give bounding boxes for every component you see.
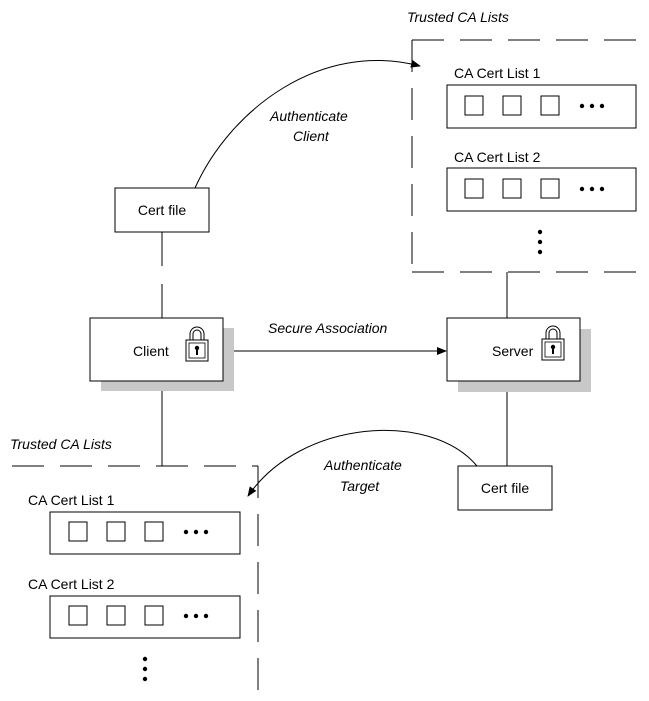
cert-square	[144, 521, 164, 542]
cert-square	[106, 605, 126, 626]
ellipsis-icon	[579, 186, 605, 192]
cert-square	[540, 178, 560, 199]
vertical-ellipsis-icon	[142, 656, 148, 682]
ellipsis-icon	[183, 613, 209, 619]
authenticate-client-arrow	[194, 59, 421, 189]
bottom-ca-cert-list-1-label: CA Cert List 1	[28, 492, 115, 508]
top-ca-cert-list-1-label: CA Cert List 1	[454, 65, 541, 81]
bottom-trusted-ca-lists: Trusted CA Lists CA Cert List 1 CA Cert …	[10, 436, 259, 701]
bottom-ca-cert-list-2	[49, 595, 241, 639]
server-node: Server	[446, 317, 591, 392]
authenticate-client-label-line1: Authenticate	[269, 108, 348, 124]
cert-square	[540, 95, 560, 116]
top-ca-cert-list-2-label: CA Cert List 2	[454, 149, 541, 165]
bottom-ca-cert-list-1	[49, 511, 241, 555]
padlock-icon	[541, 325, 565, 361]
cert-square	[464, 178, 484, 199]
authenticate-client-label-line2: Client	[293, 128, 330, 144]
client-cert-file-label: Cert file	[138, 202, 186, 218]
padlock-icon	[185, 326, 209, 362]
cert-square	[68, 521, 88, 542]
cert-square	[106, 521, 126, 542]
authenticate-target-label-line2: Target	[340, 478, 380, 494]
cert-square	[502, 178, 522, 199]
ellipsis-icon	[579, 103, 605, 109]
top-trusted-ca-lists-title: Trusted CA Lists	[407, 9, 509, 25]
server-label: Server	[492, 343, 534, 359]
authenticate-target-arrow	[247, 429, 478, 497]
client-cert-file: Cert file	[114, 187, 210, 233]
server-cert-file-label: Cert file	[481, 480, 529, 496]
authenticate-target-label-line1: Authenticate	[323, 457, 402, 473]
top-ca-cert-list-2	[446, 167, 637, 212]
top-ca-cert-list-1	[446, 84, 637, 129]
client-label: Client	[133, 343, 169, 359]
secure-association-label: Secure Association	[268, 320, 388, 336]
cert-square	[502, 95, 522, 116]
cert-square	[68, 605, 88, 626]
cert-square	[464, 95, 484, 116]
cert-square	[144, 605, 164, 626]
client-node: Client	[89, 317, 234, 391]
bottom-ca-cert-list-2-label: CA Cert List 2	[28, 576, 115, 592]
ellipsis-icon	[183, 529, 209, 535]
vertical-ellipsis-icon	[537, 229, 543, 255]
bottom-trusted-ca-lists-title: Trusted CA Lists	[10, 436, 112, 452]
top-trusted-ca-lists: Trusted CA Lists CA Cert List 1 CA Cert …	[407, 9, 645, 273]
server-cert-file: Cert file	[457, 465, 553, 511]
